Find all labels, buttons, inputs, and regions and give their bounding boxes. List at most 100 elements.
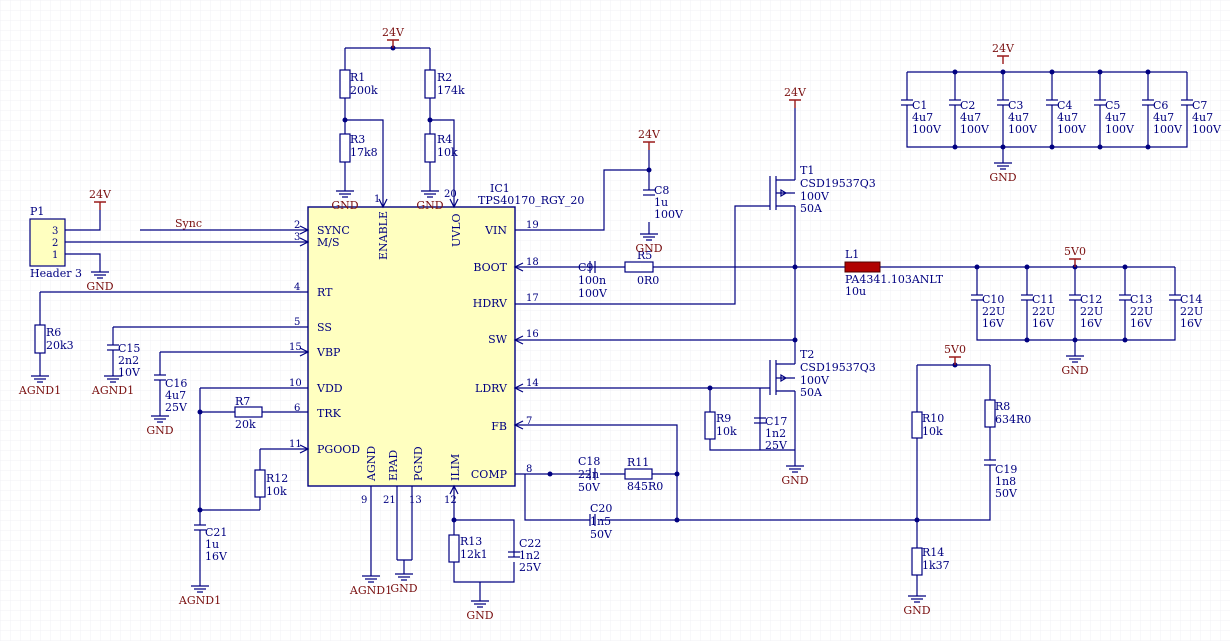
cap-rating: 10V [118,366,141,379]
pin-num-sync: 2 [294,220,300,231]
ground-bars [91,266,109,279]
ground-bars [191,580,209,593]
cap-value: 4u7 [165,389,186,402]
t1-v2: 50A [800,202,823,215]
resistor-r8[interactable] [984,399,996,428]
power-label: 24V [784,86,807,99]
ground-bars [1066,350,1084,363]
capacitors: C14u7100VC24u7100VC34u7100VC44u7100VC54u… [107,99,1222,574]
r7-value: 20k [235,418,256,431]
inductor-l1[interactable]: L1 PA4341.103ANLT 10u [844,248,944,298]
connector-p1[interactable]: P1 Header 3 3 2 1 Sync [29,205,268,280]
cap-designator: C15 [118,342,140,355]
r6-designator: R6 [46,326,61,339]
agnd-ic: AGND1 [349,570,392,597]
ground-bars [471,595,489,608]
ic1[interactable]: IC1 TPS40170_RGY_20 SYNC M/S RT SS VBP V… [289,182,584,506]
resistor-r6[interactable] [34,324,46,354]
agnd-c21: AGND1 [178,580,221,607]
r14-designator: R14 [922,546,944,559]
power-label: 5V0 [944,343,966,356]
resistor-r9[interactable] [704,411,716,440]
cap-designator: C12 [1080,293,1102,306]
pin-num-ilim: 12 [444,495,457,506]
power-24v-c8: 24V [638,128,661,150]
pin-num-rt: 4 [294,282,300,293]
resistor-r10[interactable] [911,411,923,439]
cap-value: 1n2 [519,549,540,562]
cap-rating: 16V [982,317,1005,330]
pin-name-boot: BOOT [473,261,507,274]
pin-name-epad: EPAD [387,450,400,481]
ground-bars [31,370,49,383]
pin-num-comp: 8 [526,464,532,475]
resistor-r5[interactable] [624,261,654,273]
resistor-r1[interactable] [339,69,351,99]
pin-name-rt: RT [317,286,333,299]
p1-pin-1: 1 [52,250,58,261]
pin-num-agnd: 9 [361,495,367,506]
t2-part: CSD19537Q3 [800,361,876,374]
l1-body[interactable] [844,261,881,273]
power-5v0-output: 5V0 [1064,245,1086,267]
power-label: 24V [992,42,1015,55]
resistor-labels: R1 200k R2 174k R3 17k8 R4 10k R5 0R0 R6… [46,71,1031,572]
gnd-uvlo: GND [416,185,444,212]
agnd-r6: AGND1 [18,370,61,397]
resistor-r12[interactable] [254,469,266,498]
cap-designator: C11 [1032,293,1054,306]
cap-rating: 100V [1153,123,1183,136]
bottom-network [370,517,515,595]
resistor-r4[interactable] [424,133,436,163]
mosfet-t1[interactable]: T1 CSD19537Q3 100V 50A [769,164,876,220]
ground-bars [336,185,354,198]
r5-value: 0R0 [637,274,659,287]
r13-value: 12k1 [460,548,488,561]
gnd-output-caps: GND [1061,350,1089,377]
resistor-r3[interactable] [339,133,351,163]
resistor-r14[interactable] [911,547,923,576]
r5-designator: R5 [637,249,652,262]
p1-body[interactable] [29,218,66,267]
resistor-r7[interactable] [234,406,263,418]
power-bar [997,55,1009,64]
ic1-body[interactable] [307,206,516,487]
resistor-r11[interactable] [624,468,653,480]
mosfet-t2[interactable]: T2 CSD19537Q3 100V 50A [769,348,876,399]
power-bar [1069,258,1081,267]
ground-label: GND [390,582,417,595]
cap-rating: 100V [1057,123,1087,136]
p1-designator: P1 [30,205,44,218]
r14-value: 1k37 [922,559,950,572]
resistor-r13[interactable] [448,534,460,563]
r4-designator: R4 [437,133,452,146]
pin-num-fb: 7 [526,416,532,427]
p1-pin-3: 3 [52,226,58,237]
resistor-r2[interactable] [424,69,436,99]
feedback-network [524,362,991,590]
pin-name-fb: FB [491,420,507,433]
